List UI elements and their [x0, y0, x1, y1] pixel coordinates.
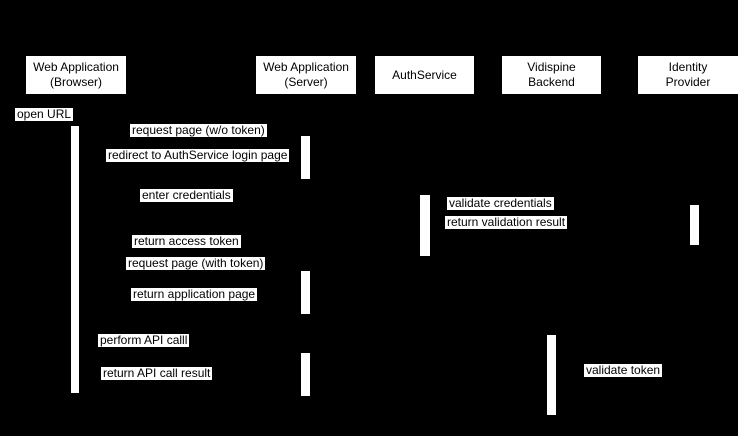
- message-return-validation-result: return validation result: [445, 215, 568, 229]
- activation-bar-server-1: [301, 136, 310, 179]
- participant-authservice: AuthService: [375, 56, 474, 94]
- activation-bar-vidispine-backend: [547, 335, 556, 415]
- activation-bar-identity-provider: [690, 205, 699, 245]
- participant-web-application-browser: Web Application (Browser): [26, 56, 126, 94]
- activation-bar-browser: [71, 126, 79, 393]
- participant-vidispine-backend: Vidispine Backend: [502, 56, 601, 94]
- message-return-application-page: return application page: [131, 287, 258, 301]
- message-validate-credentials: validate credentials: [447, 196, 554, 210]
- message-request-page-with-token: request page (with token): [126, 256, 266, 270]
- message-redirect-to-authservice-login-page: redirect to AuthService login page: [106, 148, 290, 162]
- message-enter-credentials: enter credentials: [140, 188, 233, 202]
- message-request-page-without-token: request page (w/o token): [130, 123, 267, 137]
- message-perform-api-call: perform API calll: [98, 333, 190, 347]
- activation-bar-server-2: [301, 271, 310, 314]
- participant-identity-provider: Identity Provider: [638, 56, 738, 94]
- activation-bar-server-3: [301, 353, 310, 396]
- message-return-api-call-result: return API call result: [101, 366, 213, 380]
- activation-bar-authservice: [420, 195, 430, 256]
- message-open-url: open URL: [15, 107, 74, 121]
- message-return-access-token: return access token: [132, 234, 241, 248]
- message-validate-token: validate token: [584, 363, 663, 377]
- participant-web-application-server: Web Application (Server): [256, 56, 356, 94]
